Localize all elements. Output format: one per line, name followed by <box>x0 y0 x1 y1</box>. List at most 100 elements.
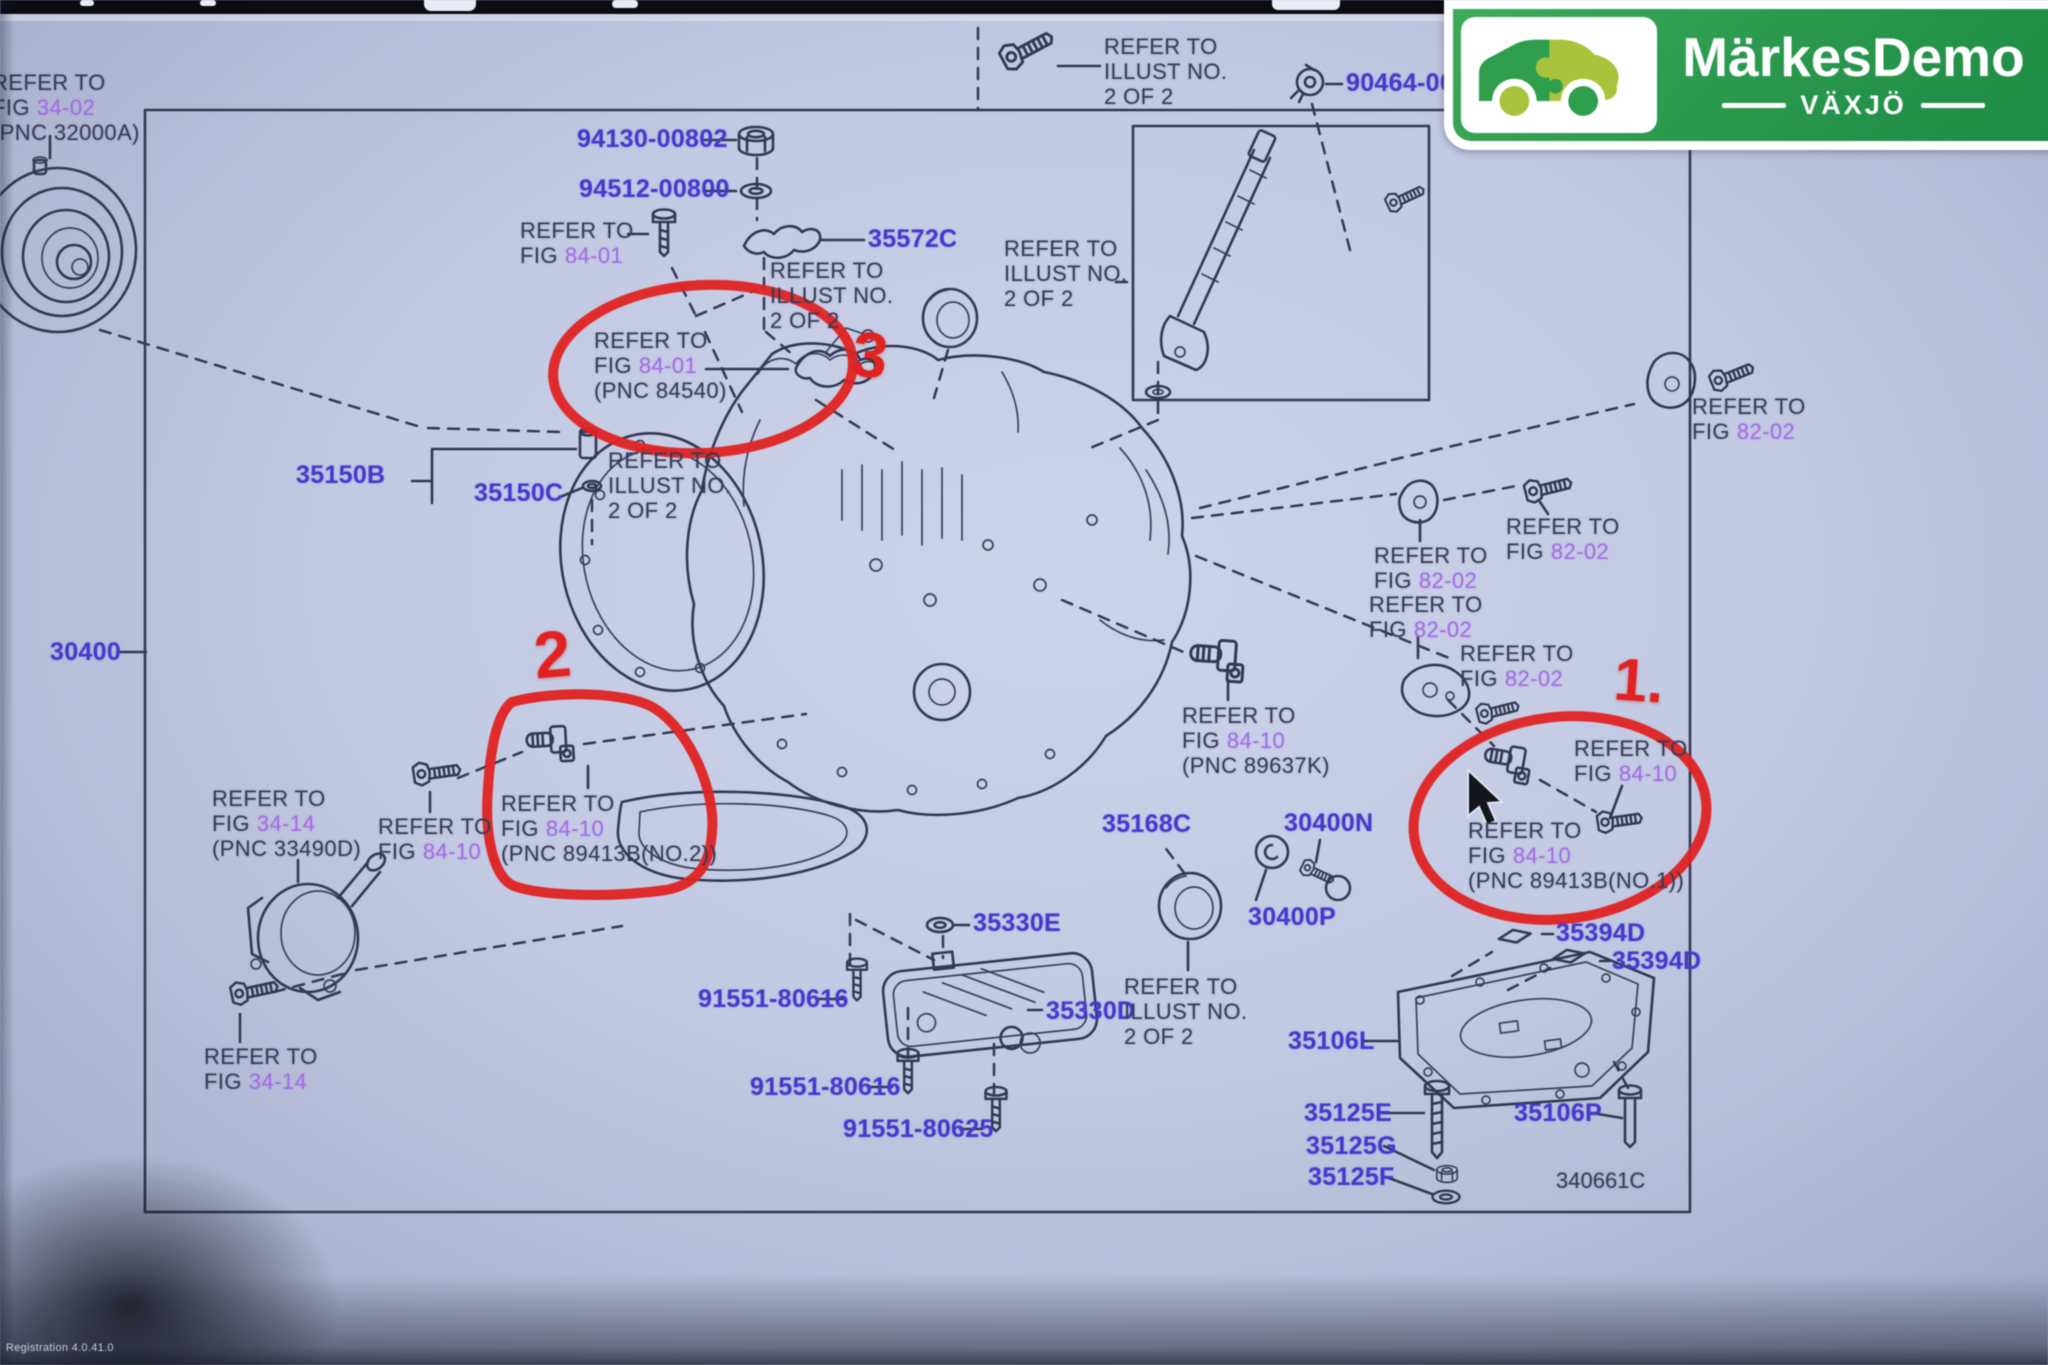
mouse-cursor-icon <box>1467 767 1505 827</box>
bolt-icon <box>1297 856 1338 889</box>
part-number-91551-1[interactable]: 91551-80616 <box>698 985 849 1013</box>
toolbar-button[interactable] <box>80 0 94 6</box>
toolbar-button[interactable] <box>200 0 216 6</box>
sheet-number: 340661C <box>1556 1168 1646 1193</box>
seal-ring-35572 <box>921 287 979 349</box>
dealer-logo: MärkesDemo VÄXJÖ <box>1444 0 2048 150</box>
part-number-35125f[interactable]: 35125F <box>1308 1163 1395 1191</box>
part-number-35330d[interactable]: 35330D <box>1046 997 1136 1025</box>
car-logo-icon <box>1461 17 1657 133</box>
bolt-icon <box>651 208 677 258</box>
speed-sensor-icon <box>524 724 576 765</box>
clamp-icon <box>1289 63 1325 104</box>
red-circle-1 <box>1408 711 1712 925</box>
red-circle-2 <box>482 689 718 900</box>
part-number-35106p[interactable]: 35106P <box>1514 1099 1602 1127</box>
brand-name: MärkesDemo <box>1682 25 2025 88</box>
red-mark-2: 2 <box>530 615 574 693</box>
oring-icon <box>581 479 603 493</box>
fastener-icons <box>228 22 1758 1205</box>
part-number-35394d-2[interactable]: 35394D <box>1612 947 1702 975</box>
part-number-30400[interactable]: 30400 <box>50 638 122 666</box>
part-number-35125e[interactable]: 35125E <box>1304 1099 1392 1127</box>
torque-converter-drawing <box>0 134 138 334</box>
decorative-rule <box>1920 103 1985 109</box>
bolt-icon <box>1706 355 1758 395</box>
part-number-35168c[interactable]: 35168C <box>1102 810 1192 838</box>
browser-tab[interactable] <box>1272 0 1340 10</box>
part-number-94512[interactable]: 94512-00800 <box>579 175 730 203</box>
speed-sensor-icon <box>1187 636 1247 684</box>
grommet-inner <box>1263 843 1279 861</box>
grommet-icon <box>1254 834 1290 870</box>
gasket-icon <box>1496 926 1533 947</box>
washer-icon <box>1431 1189 1461 1205</box>
browser-tab[interactable] <box>424 0 476 11</box>
part-number-35150c[interactable]: 35150C <box>474 479 564 507</box>
diagram-frame <box>143 108 1692 1214</box>
photo-bottom-shadow <box>0 1275 2048 1365</box>
dealer-logo-panel: MärkesDemo VÄXJÖ <box>1453 9 2048 141</box>
bolt-icon <box>1521 469 1575 506</box>
part-number-30400p[interactable]: 30400P <box>1248 903 1336 931</box>
part-number-91551-2[interactable]: 91551-80616 <box>750 1073 901 1101</box>
oring-icon <box>925 916 955 934</box>
part-number-30400n[interactable]: 30400N <box>1284 809 1374 837</box>
oil-cooler-drawing <box>246 852 387 1002</box>
speed-sensor-icon <box>1480 740 1535 786</box>
bolt-icon <box>1617 1084 1643 1149</box>
ball-icon <box>1324 874 1352 902</box>
part-number-35106l[interactable]: 35106L <box>1288 1027 1375 1055</box>
screen-glare-band <box>0 14 2048 21</box>
red-annotation-circles <box>482 279 1712 925</box>
registration-watermark: Registration 4.0.41.0 <box>6 1342 114 1354</box>
bolt-icon <box>411 756 463 788</box>
photo-edge-shadow <box>0 0 14 1365</box>
part-number-35330e[interactable]: 35330E <box>973 909 1061 937</box>
red-circle-3 <box>548 279 858 459</box>
part-number-91551-3[interactable]: 91551-80625 <box>843 1115 994 1143</box>
seal-ring-pan <box>1157 871 1223 941</box>
toolbar-button[interactable] <box>612 0 638 8</box>
city-name: VÄXJÖ <box>1800 90 1907 121</box>
ref-line: REFER TO <box>0 70 106 95</box>
red-mark-1: 1. <box>1611 645 1667 716</box>
case-gasket-drawing <box>616 790 869 882</box>
nut-icon <box>1436 1164 1458 1184</box>
bolt-icon <box>228 973 281 1008</box>
oil-pan-drawing <box>1396 950 1656 1110</box>
nut-icon <box>737 125 775 157</box>
breather-tube-drawing <box>1144 129 1429 400</box>
decorative-rule <box>1722 103 1787 109</box>
leader-lines <box>116 64 1624 1196</box>
part-number-35572c[interactable]: 35572C <box>868 225 958 253</box>
puzzle-car-icon <box>1479 39 1619 124</box>
part-number-35394d-1[interactable]: 35394D <box>1556 919 1646 947</box>
part-number-35125g[interactable]: 35125G <box>1306 1132 1397 1160</box>
bolt-icon <box>995 22 1059 75</box>
part-number-94130[interactable]: 94130-00802 <box>577 125 728 153</box>
dashed-leader-lines <box>98 26 1636 1098</box>
long-bolt-icon <box>1423 1079 1451 1160</box>
part-number-35150b[interactable]: 35150B <box>296 461 386 489</box>
